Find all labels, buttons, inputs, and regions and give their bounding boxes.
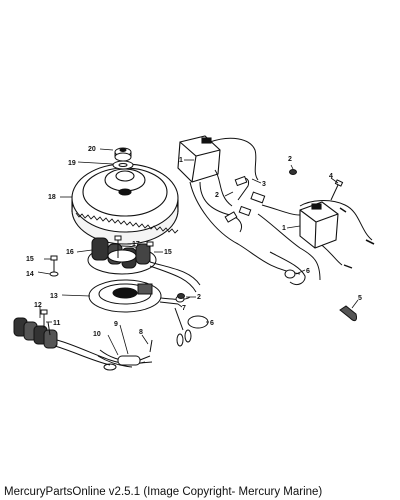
callout-labels: 20 19 18 1 2 4 3 2 1 6 16 17 15 15 14 13… [26, 146, 362, 338]
callout-19: 19 [68, 160, 76, 167]
callout-7: 7 [182, 305, 186, 312]
callout-18: 18 [48, 194, 56, 201]
callout-9: 9 [114, 321, 118, 328]
callout-2b: 2 [215, 192, 219, 199]
switch-box-upper[interactable] [177, 135, 221, 183]
flywheel[interactable] [71, 163, 179, 245]
callout-14: 14 [26, 271, 34, 278]
wire-harness[interactable] [97, 307, 209, 371]
spark-plug-caps[interactable] [224, 175, 266, 223]
screw[interactable] [40, 309, 48, 328]
mounting-screws[interactable] [177, 169, 344, 299]
flywheel-nut[interactable] [114, 147, 132, 162]
callout-5: 5 [358, 295, 362, 302]
switch-box-lower[interactable] [299, 201, 339, 249]
trigger-coil[interactable] [13, 317, 146, 366]
ignition-wiring [189, 137, 373, 285]
callout-16: 16 [66, 249, 74, 256]
flywheel-washer[interactable] [112, 160, 134, 170]
callout-13: 13 [50, 293, 58, 300]
callout-10: 10 [93, 331, 101, 338]
connector-parts[interactable] [284, 207, 375, 322]
callout-2c: 2 [197, 294, 201, 301]
callout-6a: 6 [306, 268, 310, 275]
callout-1a: 1 [179, 157, 183, 164]
callout-15b: 15 [26, 256, 34, 263]
callout-20: 20 [88, 146, 96, 153]
callout-2a: 2 [288, 156, 292, 163]
callout-6b: 6 [210, 320, 214, 327]
callout-17: 17 [132, 241, 140, 248]
trigger-plate[interactable] [88, 279, 191, 313]
callout-4: 4 [329, 173, 333, 180]
leader-lines [37, 148, 359, 356]
callout-12: 12 [34, 302, 42, 309]
callout-11: 11 [53, 320, 61, 327]
callout-8: 8 [139, 329, 143, 336]
image-copyright: MercuryPartsOnline v2.5.1 (Image Copyrig… [4, 486, 323, 498]
callout-3: 3 [262, 181, 266, 188]
callout-1b: 1 [282, 225, 286, 232]
callout-15a: 15 [164, 249, 172, 256]
